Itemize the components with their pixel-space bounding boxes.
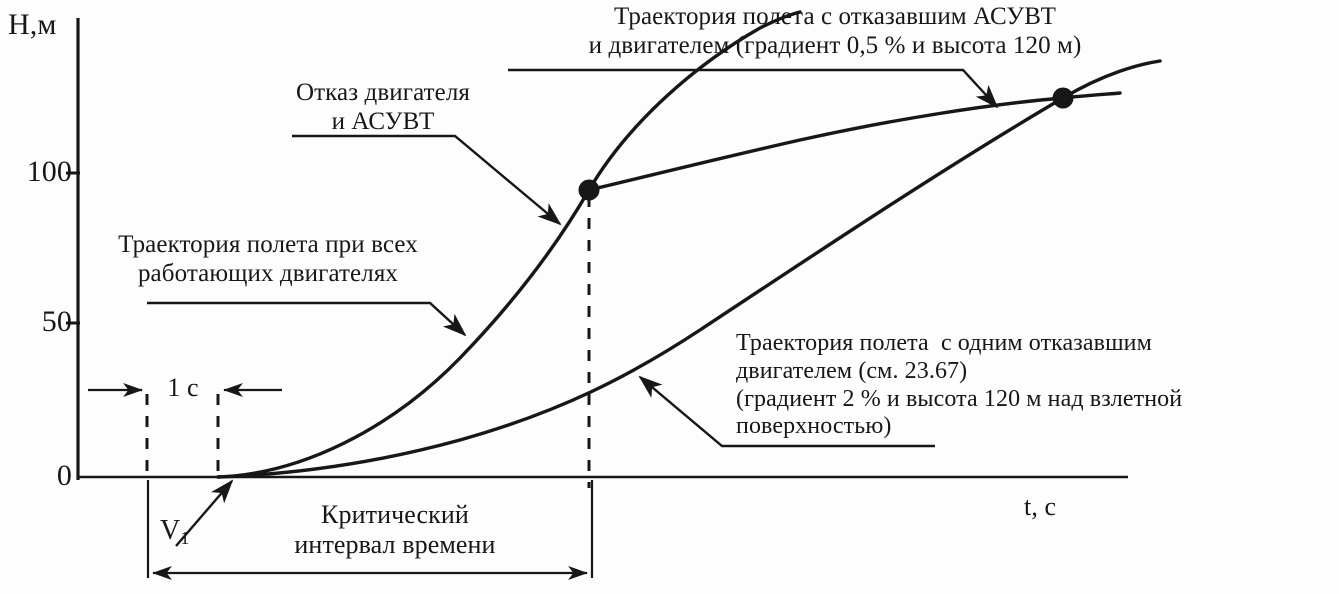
y-tick-label-0: 0 bbox=[56, 459, 72, 492]
axis-lines bbox=[76, 18, 1128, 480]
v1-letter: V bbox=[160, 515, 181, 546]
marker-points bbox=[578, 87, 1074, 201]
annotation-all-engines-path: Траектория полета при всех работающих дв… bbox=[118, 231, 418, 287]
engine-failure-point-dot bbox=[578, 179, 600, 201]
y-tick-label-50: 50 bbox=[41, 305, 72, 338]
annotation-top-path: Траектория полета с отказавшим АСУВТ и д… bbox=[588, 3, 1082, 59]
v1-label: V1 bbox=[160, 515, 190, 548]
annotation-critical-interval: Критический интервал времени bbox=[294, 500, 496, 560]
y-tick-label-100: 100 bbox=[26, 155, 72, 188]
v1-subscript: 1 bbox=[180, 528, 190, 548]
leader-all-engines bbox=[147, 301, 467, 337]
leader-lines bbox=[147, 68, 999, 547]
leader-one-engine bbox=[638, 375, 935, 448]
annotation-engine-failure: Отказ двигателя и АСУВТ bbox=[295, 79, 471, 135]
curve-all-engines bbox=[216, 10, 802, 479]
leader-v1 bbox=[175, 479, 234, 547]
y-axis-label: H,м bbox=[8, 8, 57, 41]
one-second-label: 1 c bbox=[167, 373, 199, 402]
x-axis-label: t, c bbox=[1024, 492, 1057, 521]
y-axis-ticks bbox=[66, 171, 80, 325]
curve-asuvt-and-engine-failed bbox=[587, 91, 1122, 192]
dashed-verticals bbox=[145, 196, 591, 488]
height-120-crossing-point-dot bbox=[1052, 87, 1074, 109]
leader-engine-failure bbox=[292, 134, 562, 226]
leader-top-path bbox=[508, 68, 999, 109]
annotation-one-engine-path: Траектория полета с одним отказавшим дви… bbox=[736, 330, 1183, 440]
critical-interval-dimension bbox=[146, 480, 594, 581]
